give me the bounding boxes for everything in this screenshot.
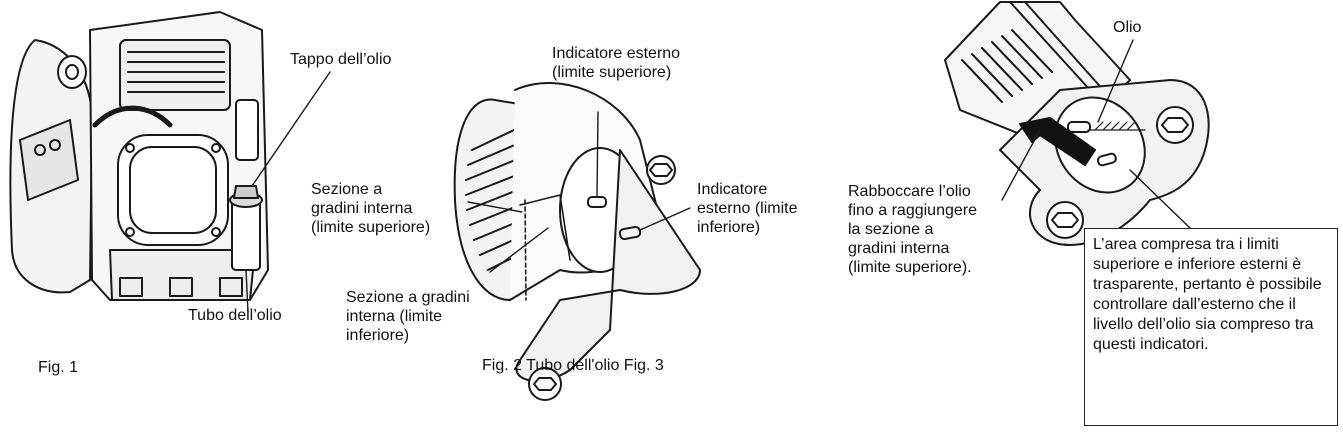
oil-cap-label: Tappo dell’olio bbox=[290, 51, 392, 68]
inner-step-lower-label: Sezione a gradini interna (limite inferi… bbox=[346, 289, 470, 344]
outer-indicator-upper-label: Indicatore esterno (limite superiore) bbox=[552, 45, 681, 81]
fig2-fig3-caption: Fig. 2 Tubo dell'olio Fig. 3 bbox=[482, 357, 664, 374]
oil-level-closeup-illustration bbox=[944, 1, 1210, 246]
fig1-caption: Fig. 1 bbox=[38, 359, 79, 376]
engine-illustration bbox=[9, 11, 331, 313]
outer-indicator-lower-label: Indicatore esterno (limite inferiore) bbox=[697, 181, 798, 236]
oil-tube-illustration bbox=[453, 82, 701, 401]
inner-step-upper-label: Sezione a gradini interna (limite superi… bbox=[311, 181, 431, 236]
refill-instruction-label: Rabboccare l’olio fino a raggiungere la … bbox=[848, 183, 977, 276]
oil-label: Olio bbox=[1113, 19, 1142, 36]
oil-tube-label: Tubo dell’olio bbox=[188, 307, 282, 324]
transparent-area-note: L’area compresa tra i limiti superiore e… bbox=[1084, 228, 1338, 426]
